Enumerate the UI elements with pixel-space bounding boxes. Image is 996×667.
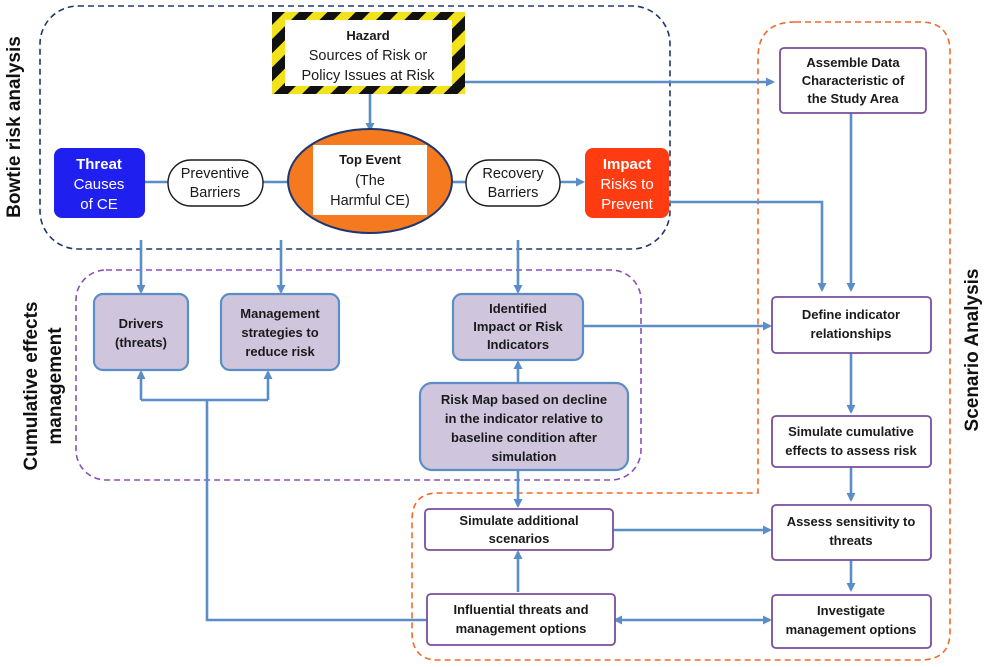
define-line2: relationships xyxy=(811,326,892,341)
simulate-cumulative-line1: Simulate cumulative xyxy=(788,424,914,439)
simulate-additional-line2: scenarios xyxy=(489,531,550,546)
threat-title: Threat xyxy=(76,156,122,173)
bowtie-section-label: Bowtie risk analysis xyxy=(4,36,25,218)
drivers-box: Drivers (threats) xyxy=(92,292,190,372)
preventive-line1: Preventive xyxy=(181,166,250,182)
identified-impact-box: Identified Impact or Risk Indicators xyxy=(451,292,585,362)
recovery-barriers-pill: Recovery Barriers xyxy=(465,159,561,207)
assess-line2: threats xyxy=(829,533,872,548)
investigate-management-box: Investigate management options xyxy=(771,594,932,649)
assemble-line1: Assemble Data xyxy=(806,55,900,70)
top-event-title: Top Event xyxy=(339,152,402,167)
preventive-barriers-pill: Preventive Barriers xyxy=(167,159,264,207)
risk-map-box: Risk Map based on decline in the indicat… xyxy=(418,381,630,472)
impact-title: Impact xyxy=(603,156,651,173)
top-event-ellipse: Top Event (The Harmful CE) xyxy=(287,128,453,234)
management-line2: strategies to xyxy=(241,325,318,340)
identified-line2: Impact or Risk xyxy=(473,319,563,334)
simulate-additional-box: Simulate additional scenarios xyxy=(424,508,614,551)
recovery-line1: Recovery xyxy=(482,166,544,182)
identified-line3: Indicators xyxy=(487,337,549,352)
influential-line2: management options xyxy=(456,621,587,636)
scenario-section-label: Scenario Analysis xyxy=(962,269,983,432)
assemble-line2: Characteristic of xyxy=(802,73,905,88)
management-strategies-box: Management strategies to reduce risk xyxy=(219,292,341,372)
assemble-data-box: Assemble Data Characteristic of the Stud… xyxy=(779,47,927,114)
influential-threats-box: Influential threats and management optio… xyxy=(426,593,616,646)
arrow-impact-to-define-indicator xyxy=(669,200,827,292)
assess-line1: Assess sensitivity to xyxy=(787,514,916,529)
drivers-line2: (threats) xyxy=(115,335,167,350)
hazard-line1: Sources of Risk or xyxy=(309,48,428,64)
feedback-line-influential-to-cumulative xyxy=(205,400,427,622)
cumulative-section-border xyxy=(75,269,642,481)
recovery-line2: Barriers xyxy=(488,185,539,201)
simulate-cumulative-box: Simulate cumulative effects to assess ri… xyxy=(771,415,932,468)
impact-box: Impact Risks to Prevent xyxy=(585,148,669,218)
hazard-box: Hazard Sources of Risk or Policy Issues … xyxy=(272,12,465,94)
simulate-additional-line1: Simulate additional xyxy=(459,513,578,528)
impact-line2: Prevent xyxy=(601,196,654,213)
threat-box: Threat Causes of CE xyxy=(54,148,145,218)
cumulative-section-label-1: Cumulative effects xyxy=(21,302,42,471)
influential-line1: Influential threats and xyxy=(453,602,588,617)
top-event-line1: (The xyxy=(355,173,385,189)
management-line1: Management xyxy=(240,306,320,321)
threat-line1: Causes xyxy=(74,176,125,193)
management-line3: reduce risk xyxy=(245,344,315,359)
investigate-line1: Investigate xyxy=(817,603,885,618)
risk-map-line2: in the indicator relative to xyxy=(445,411,603,426)
risk-map-line1: Risk Map based on decline xyxy=(441,392,607,407)
hazard-title: Hazard xyxy=(346,28,389,43)
drivers-line1: Drivers xyxy=(119,316,164,331)
risk-map-line4: simulation xyxy=(491,449,556,464)
impact-line1: Risks to xyxy=(600,176,653,193)
top-event-line2: Harmful CE) xyxy=(330,193,410,209)
assemble-line3: the Study Area xyxy=(807,91,899,106)
assess-sensitivity-box: Assess sensitivity to threats xyxy=(771,504,932,561)
simulate-cumulative-line2: effects to assess risk xyxy=(785,443,917,458)
investigate-line2: management options xyxy=(786,622,917,637)
preventive-line2: Barriers xyxy=(190,185,241,201)
define-indicator-box: Define indicator relationships xyxy=(771,296,932,354)
cumulative-section-label-2: management xyxy=(45,327,66,445)
identified-line1: Identified xyxy=(489,301,547,316)
connector-arrows xyxy=(136,77,856,625)
threat-line2: of CE xyxy=(80,196,118,213)
hazard-line2: Policy Issues at Risk xyxy=(302,68,436,84)
risk-map-line3: baseline condition after xyxy=(451,430,597,445)
scenario-section-border xyxy=(411,21,951,661)
define-line1: Define indicator xyxy=(802,307,900,322)
